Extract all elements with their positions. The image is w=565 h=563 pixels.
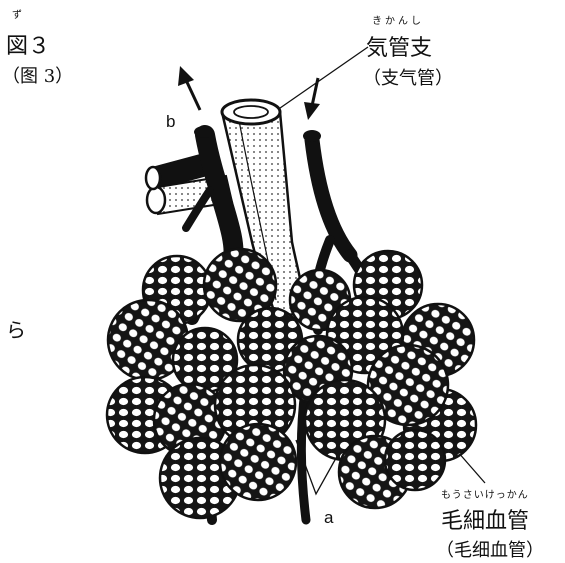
alveoli-cluster [107, 249, 476, 518]
arrow-in-icon [304, 78, 320, 120]
vessel-end-right [303, 130, 321, 142]
arrow-out-icon [178, 66, 200, 110]
vessel-end-left [194, 126, 214, 138]
